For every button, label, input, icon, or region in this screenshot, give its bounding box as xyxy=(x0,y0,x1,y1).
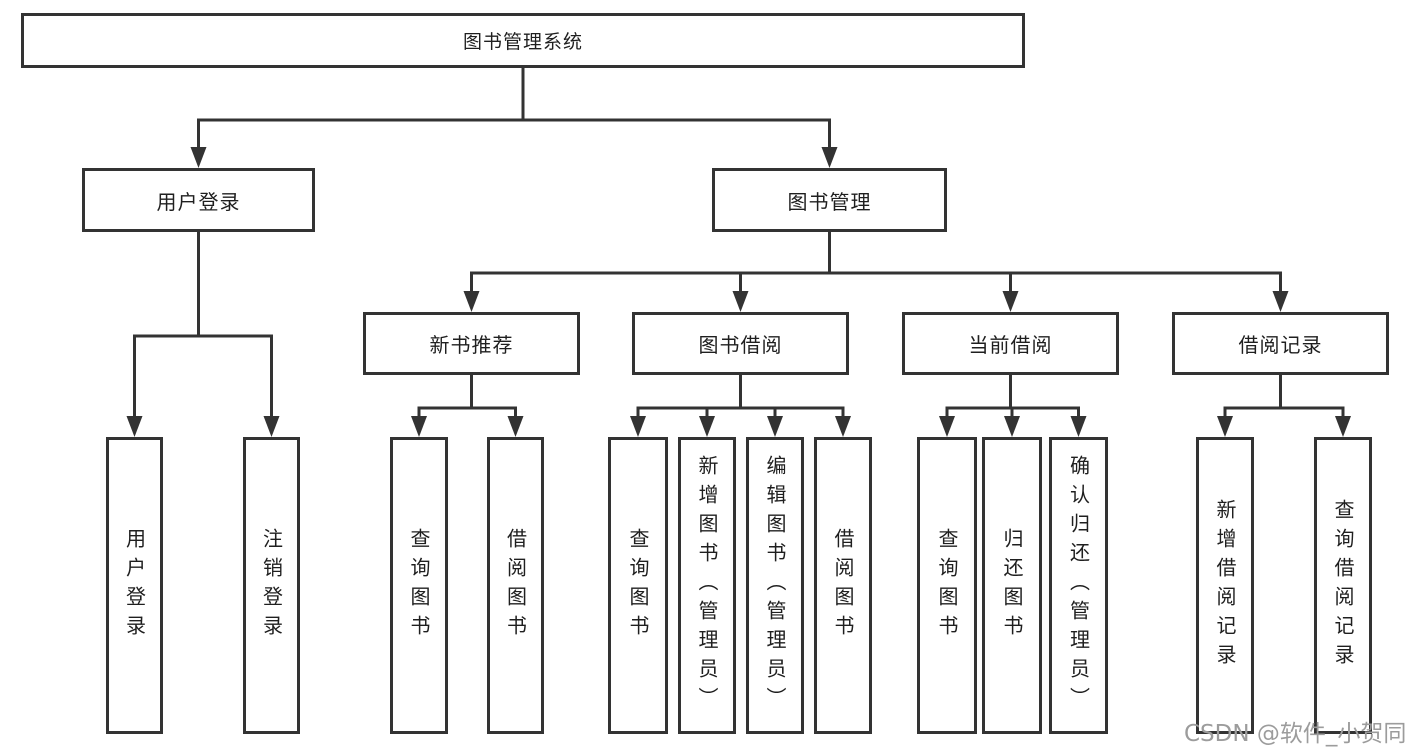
node-new-book-recommend: 新书推荐 xyxy=(363,312,580,375)
leaf-return-books: 归还图书 xyxy=(982,437,1042,734)
leaf-add-borrow-record: 新增借阅记录 xyxy=(1196,437,1254,734)
leaf-query-books-current: 查询图书 xyxy=(917,437,977,734)
node-system-root-label: 图书管理系统 xyxy=(462,31,583,53)
leaf-query-borrow-record-label: 查询借阅记录 xyxy=(1331,498,1355,673)
leaf-query-books-recommend: 查询图书 xyxy=(390,437,448,734)
leaf-user-login: 用户登录 xyxy=(106,437,163,734)
leaf-logout-label: 注销登录 xyxy=(259,527,284,644)
leaf-add-borrow-record-label: 新增借阅记录 xyxy=(1213,498,1237,673)
leaf-confirm-return-admin: 确认归还（管理员） xyxy=(1049,437,1108,734)
node-borrow-records: 借阅记录 xyxy=(1172,312,1389,375)
leaf-confirm-return-admin-label: 确认归还（管理员） xyxy=(1066,455,1091,716)
node-borrow-records-label: 借阅记录 xyxy=(1238,333,1323,357)
leaf-query-books-current-label: 查询图书 xyxy=(935,527,959,644)
node-book-borrow: 图书借阅 xyxy=(632,312,849,375)
node-user-login-label: 用户登录 xyxy=(156,189,241,214)
leaf-user-login-label: 用户登录 xyxy=(122,527,147,644)
leaf-logout: 注销登录 xyxy=(243,437,300,734)
leaf-add-book-admin: 新增图书（管理员） xyxy=(678,437,736,734)
leaf-query-books-borrow-label: 查询图书 xyxy=(626,527,650,644)
node-book-management-label: 图书管理 xyxy=(787,189,872,214)
leaf-return-books-label: 归还图书 xyxy=(1000,527,1024,644)
node-system-root: 图书管理系统 xyxy=(21,13,1025,68)
leaf-query-books-borrow: 查询图书 xyxy=(608,437,668,734)
node-current-borrow: 当前借阅 xyxy=(902,312,1119,375)
node-book-management: 图书管理 xyxy=(712,168,947,232)
node-book-borrow-label: 图书借阅 xyxy=(698,333,783,357)
leaf-query-books-recommend-label: 查询图书 xyxy=(407,527,431,644)
node-current-borrow-label: 当前借阅 xyxy=(968,333,1053,357)
leaf-borrow-books-recommend-label: 借阅图书 xyxy=(503,527,528,644)
node-user-login: 用户登录 xyxy=(82,168,315,232)
leaf-query-borrow-record: 查询借阅记录 xyxy=(1314,437,1372,734)
leaf-borrow-books-recommend: 借阅图书 xyxy=(487,437,544,734)
leaf-borrow-books-label: 借阅图书 xyxy=(831,527,855,644)
leaf-edit-book-admin-label: 编辑图书（管理员） xyxy=(763,455,787,716)
leaf-add-book-admin-label: 新增图书（管理员） xyxy=(695,455,719,716)
watermark: CSDN @软件_小贺同学 xyxy=(1184,721,1405,747)
leaf-edit-book-admin: 编辑图书（管理员） xyxy=(746,437,804,734)
leaf-borrow-books: 借阅图书 xyxy=(814,437,872,734)
node-new-book-recommend-label: 新书推荐 xyxy=(429,333,514,357)
